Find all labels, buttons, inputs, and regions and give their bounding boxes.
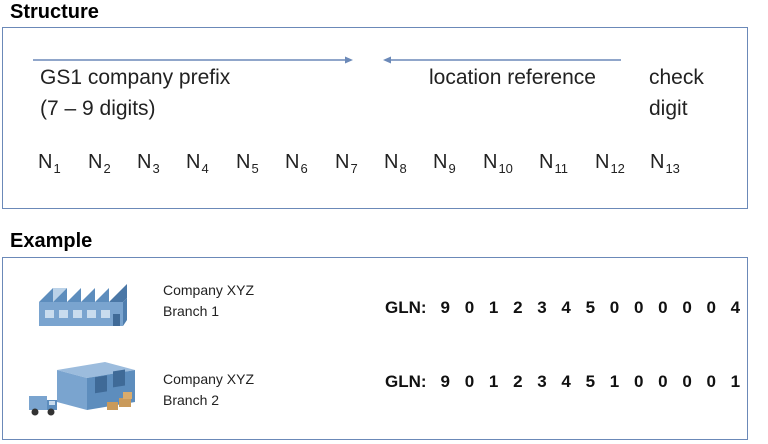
digit-position: N10: [483, 151, 513, 176]
digit-position: N9: [433, 151, 456, 176]
digit-index: 2: [103, 161, 111, 176]
digit-position: N5: [236, 151, 259, 176]
structure-panel: GS1 company prefix (7 – 9 digits) locati…: [2, 27, 748, 209]
digit-position: N13: [650, 151, 680, 176]
digit-index: 11: [554, 161, 568, 176]
digit-base: N: [595, 151, 610, 173]
gln-label: GLN:: [385, 298, 427, 317]
gln-value: 9 0 1 2 3 4 5 1 0 0 0 0 1: [440, 372, 746, 391]
digit-position: N2: [88, 151, 111, 176]
gln-row-2: GLN: 9 0 1 2 3 4 5 1 0 0 0 0 1: [385, 372, 745, 392]
digit-base: N: [384, 151, 399, 173]
example-heading: Example: [10, 230, 93, 252]
company-label-1: Company XYZ Branch 1: [163, 280, 254, 322]
factory-icon: [39, 284, 127, 326]
digit-position: N6: [285, 151, 308, 176]
warehouse-truck-icon: [29, 362, 135, 416]
digit-position: N11: [539, 151, 568, 176]
digit-base: N: [38, 151, 53, 173]
company-label-2: Company XYZ Branch 2: [163, 369, 254, 411]
structure-heading: Structure: [10, 1, 99, 23]
check-digit-label-line2: digit: [649, 97, 688, 120]
company-name: Company XYZ: [163, 282, 255, 298]
digit-base: N: [539, 151, 554, 173]
digit-position: N3: [137, 151, 160, 176]
digit-base: N: [335, 151, 350, 173]
direction-arrows: [33, 56, 621, 64]
digit-index: 5: [251, 161, 259, 176]
digit-index: 13: [665, 161, 680, 176]
check-digit-label-line1: check: [649, 66, 704, 89]
digit-index: 10: [498, 161, 513, 176]
prefix-arrow-head: [345, 56, 353, 64]
digit-index: 7: [350, 161, 358, 176]
prefix-label-line2: (7 – 9 digits): [40, 97, 156, 120]
digit-position: N12: [595, 151, 625, 176]
example-panel: Company XYZ Branch 1 GLN: 9 0 1 2 3 4 5 0…: [2, 257, 748, 440]
digit-base: N: [650, 151, 665, 173]
branch-name: Branch 1: [163, 303, 220, 319]
digit-index: 3: [152, 161, 160, 176]
digit-base: N: [88, 151, 103, 173]
digit-base: N: [285, 151, 300, 173]
gln-value: 9 0 1 2 3 4 5 0 0 0 0 0 4: [440, 298, 746, 317]
branch-name: Branch 2: [163, 392, 220, 408]
digit-position: N4: [186, 151, 209, 176]
digit-index: 12: [610, 161, 625, 176]
prefix-label-line1: GS1 company prefix: [40, 66, 231, 89]
digit-position: N7: [335, 151, 358, 176]
digit-index: 4: [201, 161, 209, 176]
company-name: Company XYZ: [163, 371, 255, 387]
digit-index: 1: [53, 161, 61, 176]
gln-label: GLN:: [385, 372, 427, 391]
digit-base: N: [483, 151, 498, 173]
location-arrow-head: [383, 56, 391, 64]
digit-position: N1: [38, 151, 61, 176]
digit-index: 8: [399, 161, 407, 176]
digit-base: N: [137, 151, 152, 173]
gln-row-1: GLN: 9 0 1 2 3 4 5 0 0 0 0 0 4: [385, 298, 745, 318]
digit-index: 9: [448, 161, 456, 176]
digit-base: N: [236, 151, 251, 173]
location-reference-label: location reference: [429, 66, 596, 89]
digit-position: N8: [384, 151, 407, 176]
digit-base: N: [186, 151, 201, 173]
digit-index: 6: [300, 161, 308, 176]
digit-base: N: [433, 151, 448, 173]
